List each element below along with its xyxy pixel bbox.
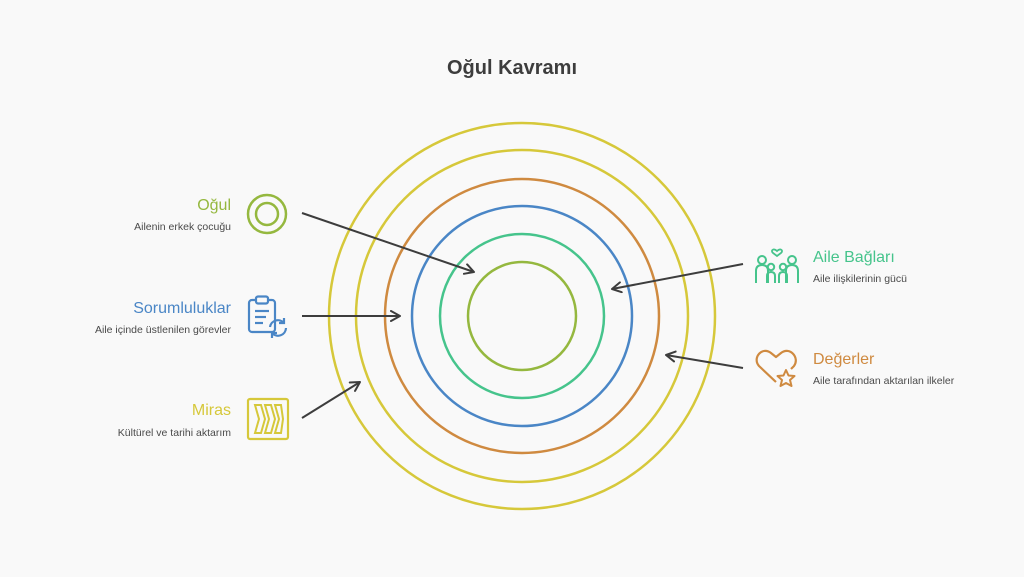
heart-star-icon — [755, 349, 797, 387]
ring-ogul — [466, 260, 578, 372]
desc-aile-baglari: Aile ilişkilerinin gücü — [813, 273, 907, 285]
arrow-miras — [301, 381, 361, 419]
label-degerler: Değerler — [813, 351, 875, 368]
arrow-aile-baglari — [611, 263, 744, 294]
arrow-ogul — [301, 212, 475, 275]
family-heart-icon — [755, 248, 799, 283]
label-sorumluluklar: Sorumluluklar — [133, 300, 231, 317]
label-ogul: Oğul — [197, 197, 231, 214]
label-miras: Miras — [191, 402, 231, 419]
desc-sorumluluklar: Aile içinde üstlenilen görevler — [95, 324, 231, 336]
diagram-title: Oğul Kavramı — [446, 57, 578, 79]
desc-degerler: Aile tarafından aktarılan ilkeler — [813, 375, 955, 387]
desc-ogul: Ailenin erkek çocuğu — [134, 221, 231, 233]
label-aile-baglari: Aile Bağları — [813, 249, 895, 266]
scrolls-icon — [246, 397, 290, 441]
desc-miras: Kültürel ve tarihi aktarım — [117, 427, 231, 439]
arrow-degerler — [665, 350, 744, 369]
ring-sorumluluklar — [410, 204, 634, 428]
ring-aile-baglari — [438, 232, 606, 400]
ring-degerler — [383, 177, 661, 455]
ring-icon — [246, 193, 288, 235]
clipboard-refresh-icon — [247, 295, 288, 338]
ring-miras-inner — [354, 148, 690, 484]
